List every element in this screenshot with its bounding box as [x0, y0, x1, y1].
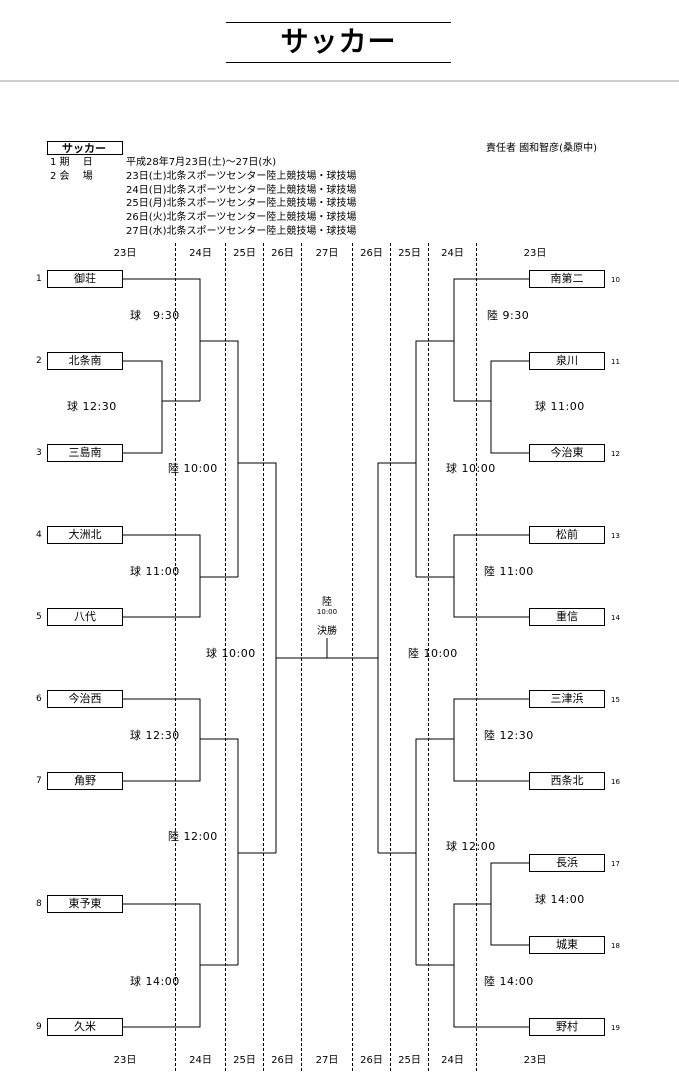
- final-time: 10:00: [316, 608, 338, 616]
- venue-line: 23日(土)北条スポーツセンター陸上競技場・球技場: [126, 171, 357, 182]
- match-time: 球 9:30: [130, 309, 180, 322]
- team-box: 重信: [529, 608, 605, 626]
- responsible-person: 責任者 國和智彦(桑原中): [486, 143, 597, 154]
- team-number: 10: [611, 276, 620, 284]
- day-label: 23日: [523, 1055, 547, 1066]
- match-time: 球 10:00: [206, 647, 256, 660]
- team-box: 北条南: [47, 352, 123, 370]
- match-time: 陸 14:00: [484, 975, 534, 988]
- day-label: 26日: [360, 1055, 383, 1066]
- team-box: 南第二: [529, 270, 605, 288]
- match-time: 陸 11:00: [484, 565, 534, 578]
- team-box: 西条北: [529, 772, 605, 790]
- venue-line: 25日(月)北条スポーツセンター陸上競技場・球技場: [126, 198, 357, 209]
- day-label: 23日: [523, 248, 547, 259]
- team-number: 2: [36, 356, 42, 366]
- team-box: 野村: [529, 1018, 605, 1036]
- day-label: 26日: [271, 248, 294, 259]
- page-title: サッカー: [280, 25, 397, 58]
- period-label: 1 期 日: [50, 157, 93, 168]
- team-number: 9: [36, 1022, 42, 1032]
- day-label: 26日: [360, 248, 383, 259]
- team-box: 久米: [47, 1018, 123, 1036]
- period-value: 平成28年7月23日(土)～27日(水): [126, 157, 277, 168]
- page-header: サッカー: [0, 0, 679, 82]
- day-label: 26日: [271, 1055, 294, 1066]
- match-time: 球 14:00: [130, 975, 180, 988]
- team-box: 長浜: [529, 854, 605, 872]
- match-time: 陸 10:00: [408, 647, 458, 660]
- sport-label-box: サッカー: [47, 141, 123, 155]
- day-label: 23日: [113, 248, 137, 259]
- match-time: 球 12:30: [67, 400, 117, 413]
- title-rule-bottom: [226, 62, 451, 63]
- team-box: 三島南: [47, 444, 123, 462]
- team-number: 19: [611, 1024, 620, 1032]
- team-number: 14: [611, 614, 620, 622]
- match-time: 陸 10:00: [168, 462, 218, 475]
- team-box: 松前: [529, 526, 605, 544]
- venue-line: 24日(日)北条スポーツセンター陸上競技場・球技場: [126, 185, 357, 196]
- day-label: 25日: [233, 1055, 256, 1066]
- match-time: 球 11:00: [535, 400, 585, 413]
- match-time: 球 12:00: [446, 840, 496, 853]
- match-time: 球 11:00: [130, 565, 180, 578]
- team-number: 12: [611, 450, 620, 458]
- day-label: 24日: [441, 248, 464, 259]
- final-label: 決勝: [317, 626, 337, 637]
- team-number: 3: [36, 448, 42, 458]
- match-time: 陸 12:30: [484, 729, 534, 742]
- team-number: 17: [611, 860, 620, 868]
- team-number: 15: [611, 696, 620, 704]
- team-number: 4: [36, 530, 42, 540]
- team-box: 泉川: [529, 352, 605, 370]
- venue-label: 2 会 場: [50, 171, 93, 182]
- venue-line: 26日(火)北条スポーツセンター陸上競技場・球技場: [126, 212, 357, 223]
- team-number: 8: [36, 899, 42, 909]
- day-label: 27日: [315, 1055, 339, 1066]
- team-box: 東予東: [47, 895, 123, 913]
- team-number: 13: [611, 532, 620, 540]
- venue-line: 27日(水)北条スポーツセンター陸上競技場・球技場: [126, 226, 357, 237]
- match-time: 陸 9:30: [487, 309, 530, 322]
- team-number: 5: [36, 612, 42, 622]
- team-box: 八代: [47, 608, 123, 626]
- day-label: 24日: [189, 1055, 212, 1066]
- final-venue: 陸: [322, 597, 332, 608]
- team-box: 今治東: [529, 444, 605, 462]
- day-label: 25日: [398, 248, 421, 259]
- match-time: 球 14:00: [535, 893, 585, 906]
- day-divider-lines: [175, 243, 477, 1072]
- day-label: 25日: [398, 1055, 421, 1066]
- day-label: 23日: [113, 1055, 137, 1066]
- day-label: 24日: [189, 248, 212, 259]
- day-label: 24日: [441, 1055, 464, 1066]
- team-box: 御荘: [47, 270, 123, 288]
- team-number: 18: [611, 942, 620, 950]
- team-box: 角野: [47, 772, 123, 790]
- match-time: 球 12:30: [130, 729, 180, 742]
- team-number: 6: [36, 694, 42, 704]
- team-box: 今治西: [47, 690, 123, 708]
- team-box: 大洲北: [47, 526, 123, 544]
- match-time: 球 10:00: [446, 462, 496, 475]
- team-number: 7: [36, 776, 42, 786]
- team-number: 1: [36, 274, 42, 284]
- team-number: 16: [611, 778, 620, 786]
- day-label: 27日: [315, 248, 339, 259]
- team-number: 11: [611, 358, 620, 366]
- day-label: 25日: [233, 248, 256, 259]
- match-time: 陸 12:00: [168, 830, 218, 843]
- team-box: 城東: [529, 936, 605, 954]
- team-box: 三津浜: [529, 690, 605, 708]
- title-rule-top: [226, 22, 451, 23]
